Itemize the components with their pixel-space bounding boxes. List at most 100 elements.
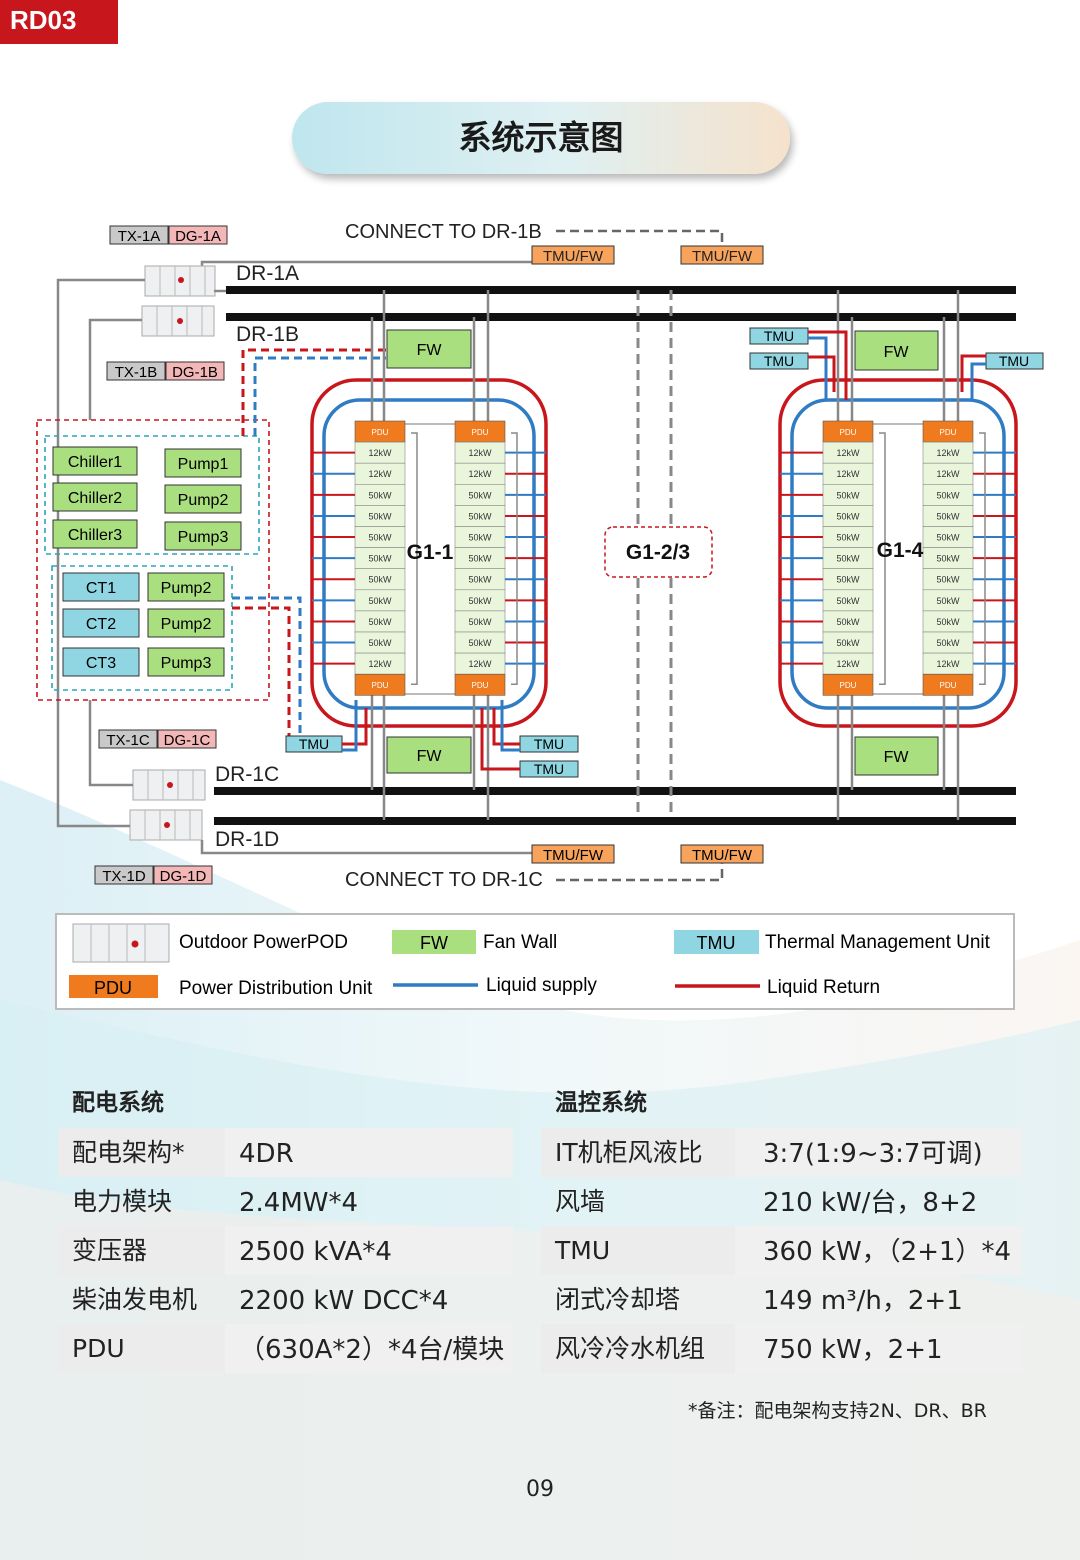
- rack-rating: 12kW: [936, 469, 960, 479]
- svg-text:DG-1C: DG-1C: [164, 732, 211, 749]
- thermal-system-heading: 温控系统: [555, 1090, 647, 1116]
- powerpod-icon: [141, 305, 215, 337]
- row-value: 149 m³/h，2+1: [763, 1286, 963, 1316]
- row-value: 2500 kVA*4: [239, 1237, 392, 1267]
- power-system-table: 配电系统 配电架构* 4DR 电力模块 2.4MW*4 变压器 2500 kVA…: [58, 1078, 513, 1373]
- row-key: 电力模块: [72, 1187, 173, 1216]
- rack-rating: 50kW: [368, 596, 392, 606]
- tmu-box: TMU: [519, 760, 579, 778]
- tmu-fw-box: TMU/FW: [680, 844, 764, 864]
- ct-list: CT1 CT2 CT3: [62, 572, 140, 677]
- rack-rating: 12kW: [468, 659, 492, 669]
- rack-rating: 50kW: [368, 575, 392, 585]
- table-row: 配电架构* 4DR: [58, 1128, 513, 1177]
- system-diagram: CONNECT TO DR-1B TMU/FW TMU/FW DR-1A DR-…: [36, 221, 1044, 1010]
- cluster-g1-1: PDU 12kW 12kW 50kW 50kW 50kW 50kW 50kW 50kW 50kW 5…: [310, 290, 548, 820]
- pump-list-a: Pump1 Pump2 Pump3: [164, 448, 242, 551]
- row-key: IT机柜风液比: [555, 1138, 703, 1167]
- rack-rating: 50kW: [368, 617, 392, 627]
- row-key: PDU: [72, 1334, 125, 1363]
- rack-rating: 50kW: [836, 490, 860, 500]
- rack-rating: 50kW: [836, 617, 860, 627]
- thermal-system-table: 温控系统 IT机柜风液比 3:7(1:9~3:7可调) 风墙 210 kW/台，…: [541, 1078, 1022, 1373]
- tx-dg-1b: TX-1B DG-1B: [106, 361, 225, 381]
- table-row: 柴油发电机 2200 kW DCC*4: [58, 1275, 513, 1324]
- row-value: 210 kW/台，8+2: [763, 1188, 978, 1218]
- fw-box: FW: [854, 736, 939, 776]
- svg-text:FW: FW: [884, 344, 910, 361]
- rack-rating: 50kW: [836, 533, 860, 543]
- rack-rating: 50kW: [936, 638, 960, 648]
- rack-rating: 50kW: [468, 533, 492, 543]
- legend-fw-box: FW: [420, 933, 448, 953]
- rack-rating: 50kW: [936, 617, 960, 627]
- rack-rating: 50kW: [936, 533, 960, 543]
- row-key: 配电架构*: [72, 1138, 185, 1167]
- row-value: 360 kW，（2+1）*4: [763, 1237, 1012, 1267]
- svg-text:TMU: TMU: [764, 353, 794, 369]
- power-system-heading: 配电系统: [72, 1090, 164, 1116]
- rack-rating: 50kW: [468, 638, 492, 648]
- rack-rating: 50kW: [368, 533, 392, 543]
- label-g1-4: G1-4: [877, 539, 924, 562]
- svg-text:FW: FW: [884, 749, 910, 766]
- rack-rating: 50kW: [468, 617, 492, 627]
- tmu-box: TMU: [985, 352, 1044, 370]
- rail-label-dr1b: DR-1B: [236, 323, 299, 346]
- connect-top-label: CONNECT TO DR-1B: [345, 221, 542, 243]
- tmu-fw-box: TMU/FW: [531, 245, 615, 265]
- svg-text:TMU: TMU: [299, 736, 329, 752]
- label-g1-2-3-box: G1-2/3: [604, 526, 713, 578]
- tmu-box: TMU: [749, 327, 809, 345]
- rail-dr1b: [226, 313, 1016, 321]
- table-row: 风墙 210 kW/台，8+2: [541, 1177, 1022, 1226]
- rack-rating: 50kW: [468, 490, 492, 500]
- fw-box: FW: [386, 736, 472, 774]
- rack-rating: 50kW: [368, 490, 392, 500]
- rack-rating: 50kW: [368, 554, 392, 564]
- rack-rating: 12kW: [368, 659, 392, 669]
- row-value: 3:7(1:9~3:7可调): [763, 1139, 983, 1169]
- chiller-3: Chiller3: [68, 527, 122, 544]
- svg-text:DG-1B: DG-1B: [172, 364, 218, 381]
- rack-rating: 50kW: [936, 575, 960, 585]
- rack-rating: 50kW: [936, 554, 960, 564]
- legend: Outdoor PowerPOD FW Fan Wall TMU Thermal…: [55, 913, 1015, 1010]
- tmu-box: TMU: [285, 735, 343, 753]
- rack-rating: 50kW: [468, 511, 492, 521]
- row-key: 风墙: [555, 1187, 606, 1216]
- pdu-label: PDU: [372, 681, 389, 690]
- pump-b-1: Pump2: [161, 580, 212, 597]
- svg-text:TX-1A: TX-1A: [118, 228, 161, 245]
- svg-text:FW: FW: [417, 342, 443, 359]
- tx-dg-1d: TX-1D DG-1D: [94, 865, 213, 885]
- pump-a-1: Pump1: [178, 456, 229, 473]
- svg-text:TMU/FW: TMU/FW: [543, 248, 604, 265]
- table-row: TMU 360 kW，（2+1）*4: [541, 1226, 1022, 1275]
- chiller-list: Chiller1 Chiller2 Chiller3: [52, 446, 138, 549]
- chiller-2: Chiller2: [68, 490, 122, 507]
- row-key: 风冷冷水机组: [555, 1334, 706, 1363]
- rack-rating: 12kW: [368, 469, 392, 479]
- rack-rating: 50kW: [836, 554, 860, 564]
- svg-text:DG-1D: DG-1D: [160, 868, 207, 885]
- ct-2: CT2: [86, 616, 116, 633]
- tmu-box: TMU: [749, 352, 809, 370]
- svg-text:TMU: TMU: [999, 353, 1029, 369]
- svg-text:TMU: TMU: [534, 736, 564, 752]
- row-value: 4DR: [239, 1139, 294, 1169]
- pdu-label: PDU: [472, 681, 489, 690]
- svg-text:TMU/FW: TMU/FW: [692, 248, 753, 265]
- tx-dg-1a: TX-1A DG-1A: [109, 225, 228, 245]
- legend-tmu: Thermal Management Unit: [765, 932, 991, 953]
- pdu-label: PDU: [940, 681, 957, 690]
- label-g1-2-3: G1-2/3: [626, 541, 690, 564]
- rack-rating: 50kW: [936, 511, 960, 521]
- rail-dr1c: [214, 787, 1016, 795]
- label-g1-1: G1-1: [407, 541, 454, 564]
- row-value: 750 kW，2+1: [763, 1335, 943, 1365]
- legend-powerpod-icon: [72, 923, 170, 963]
- svg-text:DG-1A: DG-1A: [175, 228, 221, 245]
- rack-rating: 12kW: [936, 448, 960, 458]
- footnote: *备注：配电架构支持2N、DR、BR: [688, 1400, 987, 1422]
